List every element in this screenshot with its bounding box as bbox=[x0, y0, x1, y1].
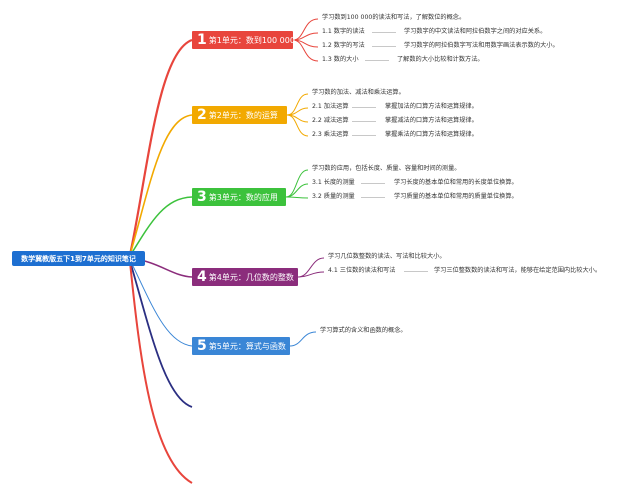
unit-4-item-1-title: 4.1 三位数的读法和写法 bbox=[328, 267, 396, 274]
unit-4-node[interactable]: 4 第4单元：几位数的整数 bbox=[192, 268, 298, 286]
root-topic[interactable]: 数学冀教版五下1到7单元的知识笔记 bbox=[12, 251, 145, 266]
unit-1-item-1-title: 1.1 数字的读法 bbox=[322, 28, 365, 35]
unit-2-item-3-desc: 掌握乘法的口算方法和运算规律。 bbox=[385, 131, 478, 138]
unit-4-number: 4 bbox=[197, 269, 207, 285]
unit-2-item-3-title: 2.3 乘法运算 bbox=[312, 131, 349, 138]
unit-1-item-2-desc: 学习数字的阿拉伯数字写法和用数字画法表示数的大小。 bbox=[404, 42, 559, 49]
unit-3-label: 第3单元：数的应用 bbox=[208, 192, 278, 202]
branch-unit-5 bbox=[129, 259, 193, 347]
unit-2-intro: 学习数的加法、减法和乘法运算。 bbox=[312, 89, 405, 96]
unit-1-item-3-title: 1.3 数的大小 bbox=[322, 56, 359, 63]
unit-5-intro: 学习算式的含义和函数的概念。 bbox=[320, 327, 407, 334]
unit-1-item-2-title: 1.2 数字的写法 bbox=[322, 42, 365, 49]
unit-1-node[interactable]: 1 第1单元：数到100 000 bbox=[192, 31, 295, 49]
branch-unit-2 bbox=[129, 114, 193, 256]
unit-4-intro: 学习几位数整数的读法、写法和比较大小。 bbox=[328, 253, 446, 260]
unit-3-item-2-title: 3.2 质量的测量 bbox=[312, 193, 355, 200]
branch-unit-3 bbox=[129, 196, 193, 257]
unit-3-intro: 学习数的应用，包括长度、质量、容量和时间的测量。 bbox=[312, 165, 461, 172]
unit-2-item-1-title: 2.1 加法运算 bbox=[312, 103, 349, 110]
unit-2-number: 2 bbox=[197, 107, 207, 123]
unit-1-label: 第1单元：数到100 000 bbox=[208, 35, 295, 45]
unit-4-label: 第4单元：几位数的整数 bbox=[208, 272, 294, 282]
branch-extra-6 bbox=[129, 260, 193, 408]
unit-2-item-2-desc: 掌握减法的口算方法和运算规律。 bbox=[385, 117, 478, 124]
unit-3-node[interactable]: 3 第3单元：数的应用 bbox=[192, 188, 286, 206]
unit-1-item-1-desc: 学习数字的中文读法和阿拉伯数字之间的对应关系。 bbox=[404, 28, 547, 35]
unit-1-number: 1 bbox=[197, 32, 207, 48]
unit-1-item-3-desc: 了解数的大小比较和计数方法。 bbox=[397, 56, 484, 63]
unit-3-number: 3 bbox=[197, 189, 207, 205]
unit-3-item-1-title: 3.1 长度的测量 bbox=[312, 179, 355, 186]
branch-unit-1 bbox=[128, 38, 193, 256]
unit-3-item-1-desc: 学习长度的基本单位和常用的长度单位换算。 bbox=[394, 179, 518, 186]
unit-4-item-1-desc: 学习三位整数数的读法和写法，能够在给定范围内比较大小。 bbox=[434, 267, 602, 274]
unit-2-node[interactable]: 2 第2单元：数的运算 bbox=[192, 106, 287, 124]
unit-5-number: 5 bbox=[197, 338, 207, 354]
unit-1-intro: 学习数到100 000的读法和写法，了解数位的概念。 bbox=[322, 14, 466, 21]
branch-extra-7 bbox=[129, 261, 193, 484]
unit-3-item-2-desc: 学习质量的基本单位和常用的质量单位换算。 bbox=[394, 193, 518, 200]
unit-2-label: 第2单元：数的运算 bbox=[208, 110, 278, 120]
unit-2-item-2-title: 2.2 减法运算 bbox=[312, 117, 349, 124]
unit-5-label: 第5单元：算式与函数 bbox=[208, 341, 286, 351]
unit-5-node[interactable]: 5 第5单元：算式与函数 bbox=[192, 337, 290, 355]
unit-2-item-1-desc: 掌握加法的口算方法和运算规律。 bbox=[385, 103, 478, 110]
